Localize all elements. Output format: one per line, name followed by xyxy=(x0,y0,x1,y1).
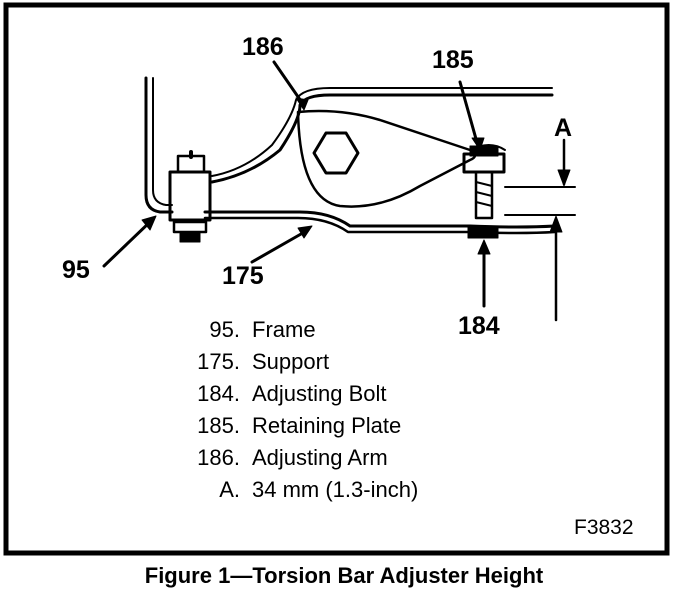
callout-95: 95 xyxy=(62,256,90,284)
legend-label: 34 mm (1.3-inch) xyxy=(252,477,419,502)
support-bracket xyxy=(203,210,557,229)
retaining-plate xyxy=(462,152,506,174)
figure-caption: Figure 1—Torsion Bar Adjuster Height xyxy=(144,563,544,588)
legend-number: 95. xyxy=(209,317,240,342)
frame-rail xyxy=(144,76,174,214)
callout-185: 185 xyxy=(432,46,474,74)
frame-rail-inner xyxy=(152,77,173,206)
legend-label: Retaining Plate xyxy=(252,413,402,438)
legend-number: 185. xyxy=(197,413,240,438)
callout-a: A xyxy=(554,114,573,142)
figure-border xyxy=(3,2,670,556)
legend-item: 175. Support xyxy=(150,346,418,378)
figure-code: F3832 xyxy=(574,516,634,539)
legend-label: Adjusting Bolt xyxy=(252,381,387,406)
adjusting-arm-inner xyxy=(211,87,553,177)
legend-number: 184. xyxy=(197,381,240,406)
mechanism-illustration xyxy=(102,60,576,322)
legend-label: Support xyxy=(252,349,330,374)
legend-item: 95. Frame xyxy=(150,314,418,346)
legend-item: 186. Adjusting Arm xyxy=(150,442,418,474)
legend-number: 186. xyxy=(197,445,240,470)
torsion-bar-hex xyxy=(312,131,360,175)
parts-legend: 95. Frame 175. Support 184. Adjusting Bo… xyxy=(150,314,418,506)
leader-175 xyxy=(250,228,310,264)
callout-184: 184 xyxy=(458,312,500,340)
leader-95 xyxy=(102,218,154,268)
legend-item: 184. Adjusting Bolt xyxy=(150,378,418,410)
legend-label: Frame xyxy=(252,317,316,342)
adjusting-arm-outline xyxy=(210,93,554,184)
legend-number: A. xyxy=(219,477,240,502)
legend-number: 175. xyxy=(197,349,240,374)
legend-item: 185. Retaining Plate xyxy=(150,410,418,442)
leader-186 xyxy=(272,60,305,106)
legend-label: Adjusting Arm xyxy=(252,445,388,470)
callout-175: 175 xyxy=(222,262,264,290)
leader-185 xyxy=(458,80,480,148)
adjusting-arm-lobe xyxy=(296,109,477,208)
legend-item: A. 34 mm (1.3-inch) xyxy=(150,474,418,506)
callout-186: 186 xyxy=(242,33,284,61)
